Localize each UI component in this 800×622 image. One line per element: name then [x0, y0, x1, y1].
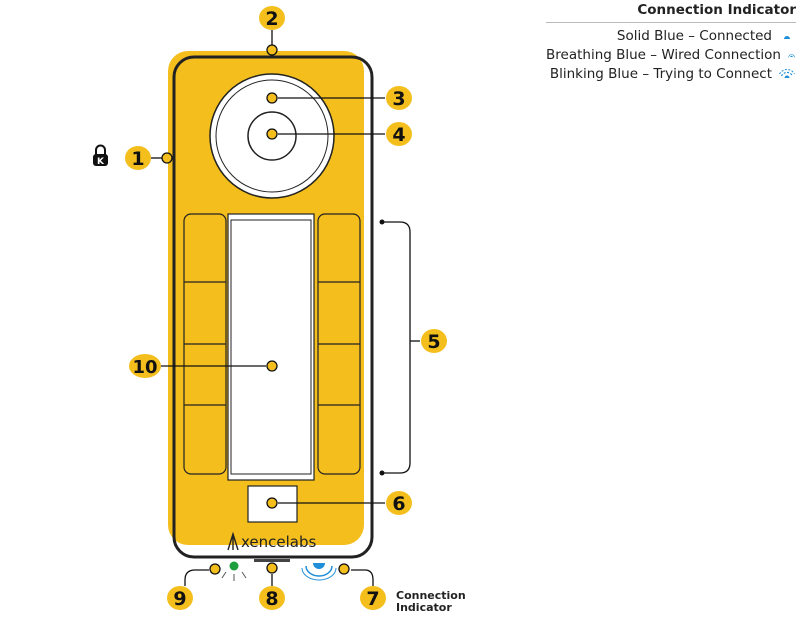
svg-text:9: 9	[173, 588, 186, 610]
svg-text:1: 1	[131, 148, 144, 170]
connection-led-ring-outer	[301, 567, 337, 581]
callout-8: 8	[259, 586, 285, 610]
bracket-end-top	[379, 219, 385, 225]
connection-indicator-legend: Connection Indicator Solid Blue – Connec…	[546, 2, 796, 84]
connection-led-blue	[313, 563, 325, 569]
breathing-dot-icon	[788, 53, 795, 58]
kensington-lock-icon: K	[93, 144, 108, 167]
callout-2: 2	[259, 6, 285, 30]
svg-text:2: 2	[265, 8, 278, 30]
brand-text: xencelabs	[241, 533, 317, 551]
svg-text:3: 3	[392, 88, 405, 110]
legend-label: Blinking Blue – Trying to Connect	[549, 66, 772, 82]
connection-indicator-caption: Connection Indicator	[396, 590, 466, 614]
callout-4: 4	[386, 122, 412, 146]
callout-10: 10	[129, 354, 161, 378]
svg-text:6: 6	[392, 493, 405, 515]
device-outline	[172, 55, 374, 559]
svg-text:4: 4	[392, 124, 405, 146]
legend-item-blinking: Blinking Blue – Trying to Connect	[546, 65, 796, 84]
left-button-column	[183, 213, 227, 475]
status-led-green	[229, 561, 239, 571]
legend-item-solid: Solid Blue – Connected	[546, 27, 796, 46]
caption-line-2: Indicator	[396, 601, 452, 614]
usb-port	[254, 559, 290, 562]
right-button-column	[317, 213, 361, 475]
bracket-end-bottom	[379, 470, 385, 476]
svg-text:7: 7	[366, 588, 379, 610]
callout-9: 9	[167, 586, 193, 610]
xencelabs-logo-icon	[227, 531, 239, 551]
callout-3: 3	[386, 86, 412, 110]
svg-text:K: K	[97, 157, 105, 167]
legend-title: Connection Indicator	[546, 2, 796, 23]
legend-label: Solid Blue – Connected	[616, 28, 772, 44]
svg-text:5: 5	[427, 331, 440, 353]
blinking-dot-icon	[779, 68, 795, 78]
svg-text:10: 10	[132, 357, 157, 378]
display-screen	[230, 219, 312, 475]
callout-5: 5	[421, 329, 447, 353]
leader-lines	[151, 30, 420, 586]
solid-dot-icon	[784, 35, 790, 39]
svg-text:8: 8	[265, 588, 278, 610]
legend-label: Breathing Blue – Wired Connection	[546, 47, 781, 63]
legend-item-breathing: Breathing Blue – Wired Connection	[546, 46, 796, 65]
status-led-rays	[221, 571, 247, 581]
caption-line-1: Connection	[396, 589, 466, 602]
callout-6: 6	[386, 491, 412, 515]
target-dots	[161, 44, 350, 575]
callout-7: 7	[360, 586, 386, 610]
connection-led-ring	[305, 565, 333, 577]
callout-1: 1	[125, 146, 151, 170]
